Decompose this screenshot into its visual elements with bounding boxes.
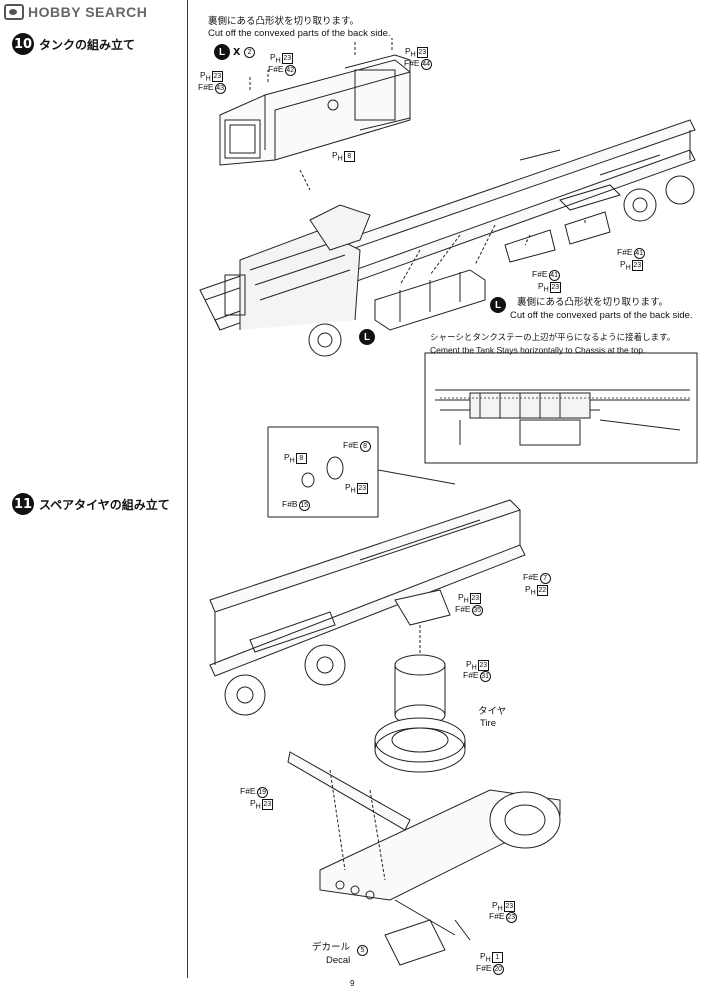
watermark-text: HOBBY SEARCH bbox=[28, 4, 148, 20]
step-10-heading: 10 タンクの組み立て bbox=[12, 33, 135, 55]
times-sign: X bbox=[233, 47, 241, 58]
spare-wheel bbox=[374, 654, 466, 773]
watermark: HOBBY SEARCH bbox=[4, 4, 147, 20]
l-mark: L bbox=[490, 297, 506, 313]
note-top-en: Cut off the convexed parts of the back s… bbox=[208, 28, 391, 39]
note-bottom-en: Cut off the convexed parts of the back s… bbox=[510, 310, 693, 321]
step-number: 10 bbox=[12, 33, 34, 55]
l-mark: L bbox=[214, 44, 230, 60]
decal-label-jp: デカール bbox=[312, 942, 351, 953]
step-number: 11 bbox=[12, 493, 34, 515]
fuel-tank-exploded bbox=[219, 38, 411, 191]
callout-jp: シャーシとタンクステーの上辺が平らになるように接着します。 bbox=[430, 333, 676, 343]
page-number: 9 bbox=[350, 979, 355, 988]
tank-stay-detail bbox=[424, 352, 698, 464]
step-title: スペアタイヤの組み立て bbox=[39, 497, 170, 512]
quantity-label: 2 bbox=[243, 46, 255, 58]
decal-label-en: Decal bbox=[326, 955, 351, 966]
step-title: タンクの組み立て bbox=[39, 37, 136, 52]
chassis-step10 bbox=[199, 119, 696, 357]
step-11-heading: 11 スペアタイヤの組み立て bbox=[12, 493, 170, 515]
note-top-jp: 裏側にある凸形状を切り取ります。 bbox=[208, 16, 360, 27]
hobby-search-logo-icon bbox=[4, 4, 24, 20]
tire-label-en: Tire bbox=[480, 718, 497, 729]
reflector-inset bbox=[267, 426, 456, 518]
chassis-step11 bbox=[209, 499, 526, 716]
tire-label-jp: タイヤ bbox=[478, 706, 507, 717]
callout-en: Cement the Tank Stays horizontally to Ch… bbox=[430, 345, 646, 355]
rear-frame bbox=[287, 751, 561, 966]
column-divider bbox=[187, 0, 188, 978]
note-bottom-jp: 裏側にある凸形状を切り取ります。 bbox=[517, 297, 669, 308]
decal-number: 5 bbox=[356, 944, 368, 956]
l-mark: L bbox=[359, 329, 375, 345]
